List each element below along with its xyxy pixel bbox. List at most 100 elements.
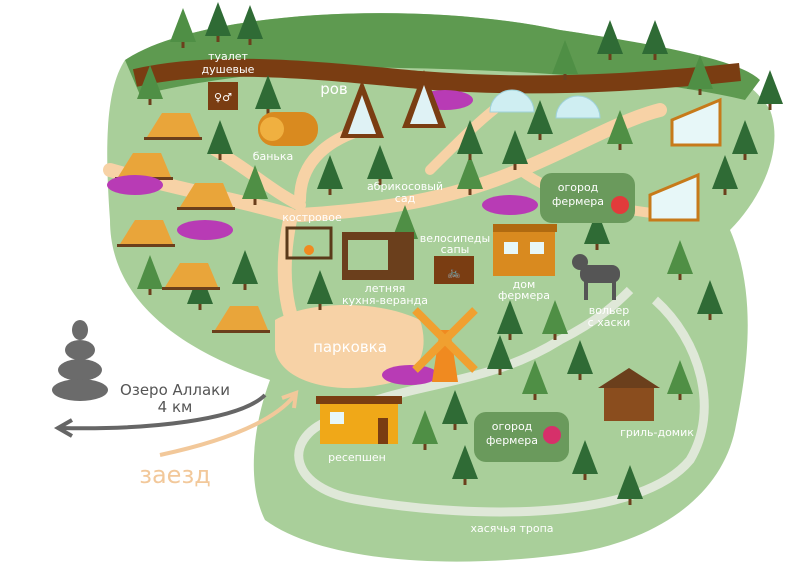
tent-body bbox=[147, 113, 200, 137]
tree-crown bbox=[367, 145, 393, 179]
tent-deck bbox=[117, 244, 175, 247]
tree-trunk bbox=[218, 154, 222, 160]
a-frame-cabin-icon bbox=[340, 70, 446, 138]
tent-icon bbox=[117, 220, 175, 247]
tent-icon bbox=[162, 263, 220, 290]
tree-trunk bbox=[533, 394, 537, 400]
label-garden-top-1: огород bbox=[558, 181, 599, 194]
label-moat: ров bbox=[320, 80, 348, 98]
tree-crown bbox=[255, 75, 281, 109]
tree-icon bbox=[237, 5, 263, 45]
tent-body bbox=[180, 183, 233, 207]
tree-icon bbox=[457, 120, 483, 160]
tree-crown bbox=[567, 340, 593, 374]
tree-icon bbox=[137, 255, 163, 295]
tree-icon bbox=[137, 65, 163, 105]
label-kitchen-2: кухня-веранда bbox=[342, 294, 428, 307]
tree-icon bbox=[642, 20, 668, 60]
tree-icon bbox=[412, 410, 438, 450]
raspberry-icon bbox=[543, 426, 561, 444]
tree-trunk bbox=[608, 54, 612, 60]
tree-trunk bbox=[743, 154, 747, 160]
tree-trunk bbox=[423, 444, 427, 450]
tent-body bbox=[165, 263, 218, 287]
trees bbox=[137, 2, 783, 505]
garden-top-box bbox=[540, 173, 635, 223]
label-showers: душевые bbox=[202, 63, 255, 76]
tree-icon bbox=[607, 110, 633, 150]
tree-trunk bbox=[678, 274, 682, 280]
bike-icon: 🚲 bbox=[447, 266, 461, 279]
tree-crown bbox=[502, 130, 528, 164]
label-bikes: велосипеды bbox=[420, 232, 490, 245]
tree-crown bbox=[412, 410, 438, 444]
tree-icon bbox=[712, 155, 738, 195]
tree-icon bbox=[572, 440, 598, 480]
tree-crown bbox=[237, 5, 263, 39]
tree-icon bbox=[584, 210, 610, 250]
tree-trunk bbox=[253, 199, 257, 205]
tree-trunk bbox=[243, 284, 247, 290]
label-checkin: заезд bbox=[139, 461, 211, 489]
tree-icon bbox=[552, 40, 578, 80]
heather-icon bbox=[107, 175, 163, 195]
tree-icon bbox=[617, 465, 643, 505]
strawberry-icon bbox=[611, 196, 629, 214]
tent-body bbox=[215, 306, 268, 330]
tree-crown bbox=[732, 120, 758, 154]
tree-icon bbox=[527, 100, 553, 140]
tree-icon bbox=[497, 300, 523, 340]
glass-house-icon bbox=[648, 97, 722, 222]
tree-trunk bbox=[653, 54, 657, 60]
label-parking: парковка bbox=[313, 338, 387, 356]
tree-icon bbox=[452, 445, 478, 485]
tree-trunk bbox=[538, 134, 542, 140]
tree-trunk bbox=[698, 89, 702, 95]
garden-bottom-box bbox=[474, 412, 569, 462]
tree-crown bbox=[712, 155, 738, 189]
moat bbox=[132, 58, 741, 94]
heather-bushes bbox=[107, 90, 538, 385]
tree-trunk bbox=[563, 74, 567, 80]
windmill-icon bbox=[412, 307, 478, 382]
tree-crown bbox=[697, 280, 723, 314]
label-apricot-2: сад bbox=[395, 192, 416, 205]
tree-crown bbox=[667, 360, 693, 394]
campfire-gazebo-icon bbox=[285, 226, 333, 260]
tree-icon bbox=[522, 360, 548, 400]
tree-icon bbox=[597, 20, 623, 60]
heather-icon bbox=[177, 220, 233, 240]
tree-icon bbox=[205, 2, 231, 42]
tree-trunk bbox=[468, 154, 472, 160]
tent-body bbox=[120, 220, 173, 244]
tree-trunk bbox=[768, 104, 772, 110]
tree-crown bbox=[392, 205, 418, 239]
tree-trunk bbox=[181, 42, 185, 48]
tree-trunk bbox=[708, 314, 712, 320]
tree-trunk bbox=[618, 144, 622, 150]
tree-trunk bbox=[148, 289, 152, 295]
tree-crown bbox=[584, 210, 610, 244]
tree-icon bbox=[317, 155, 343, 195]
label-toilet: туалет bbox=[208, 50, 248, 63]
tree-crown bbox=[687, 55, 713, 89]
label-garden-bottom-1: огород bbox=[492, 420, 533, 433]
tents bbox=[115, 113, 270, 333]
tree-crown bbox=[607, 110, 633, 144]
tree-crown bbox=[442, 390, 468, 424]
tree-trunk bbox=[498, 369, 502, 375]
tree-trunk bbox=[578, 374, 582, 380]
lake-tree-icon bbox=[52, 320, 108, 401]
label-kitchen-1: летняя bbox=[365, 282, 406, 295]
tree-trunk bbox=[148, 99, 152, 105]
label-husky-2: с хаски bbox=[588, 316, 631, 329]
tree-trunk bbox=[318, 304, 322, 310]
tree-icon bbox=[667, 360, 693, 400]
tent-icon bbox=[212, 306, 270, 333]
toilet-sign-icon bbox=[208, 82, 238, 110]
tree-crown bbox=[497, 300, 523, 334]
tree-trunk bbox=[463, 479, 467, 485]
tent-deck bbox=[212, 330, 270, 333]
dome-icon bbox=[489, 89, 601, 119]
